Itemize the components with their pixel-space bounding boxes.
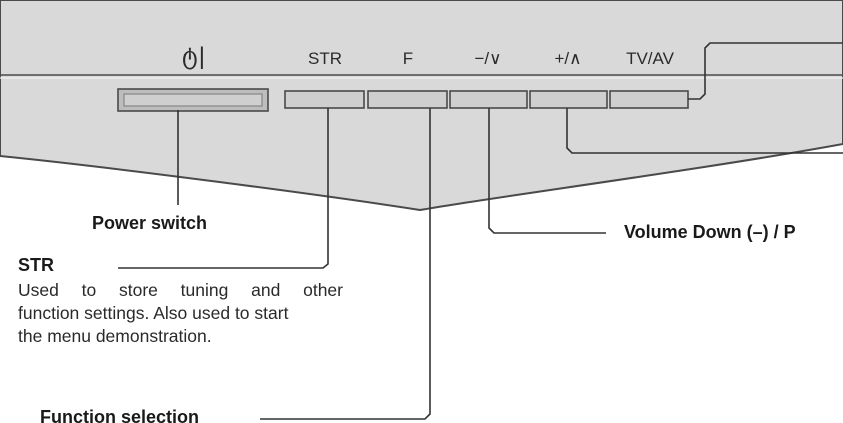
function-button[interactable] (367, 90, 448, 109)
volume-down-button[interactable] (449, 90, 528, 109)
str-callout-description: Used to store tuning and other function … (18, 279, 343, 348)
tv-av-button-label: TV/AV (626, 49, 674, 68)
str-button-label: STR (308, 49, 342, 68)
power-switch-callout-title: Power switch (92, 213, 208, 233)
volume-down-button-label: −/∨ (474, 49, 502, 68)
leader-volume-up (566, 108, 843, 154)
function-selection-callout-title: Function selection (40, 407, 200, 423)
leader-str (118, 108, 329, 269)
volume-up-button-label: +/∧ (554, 49, 582, 68)
volume-down-callout-title: Volume Down (–) / P (624, 222, 796, 242)
leader-tv-av (688, 42, 843, 100)
str-desc-line-2: function settings. Also used to start (18, 303, 289, 323)
str-desc-line-1: Used to store tuning and other (18, 280, 343, 300)
power-symbol-label: ტ| (182, 43, 206, 70)
power-switch-inner (123, 93, 263, 107)
leader-volume-down (488, 108, 606, 234)
volume-up-button[interactable] (529, 90, 608, 109)
function-button-label: F (402, 49, 414, 68)
str-desc-line-3: the menu demonstration. (18, 326, 212, 346)
str-callout-title: STR (18, 255, 54, 275)
str-button[interactable] (284, 90, 365, 109)
tv-av-button[interactable] (609, 90, 689, 109)
button-row (284, 90, 689, 109)
leader-function (260, 108, 431, 420)
